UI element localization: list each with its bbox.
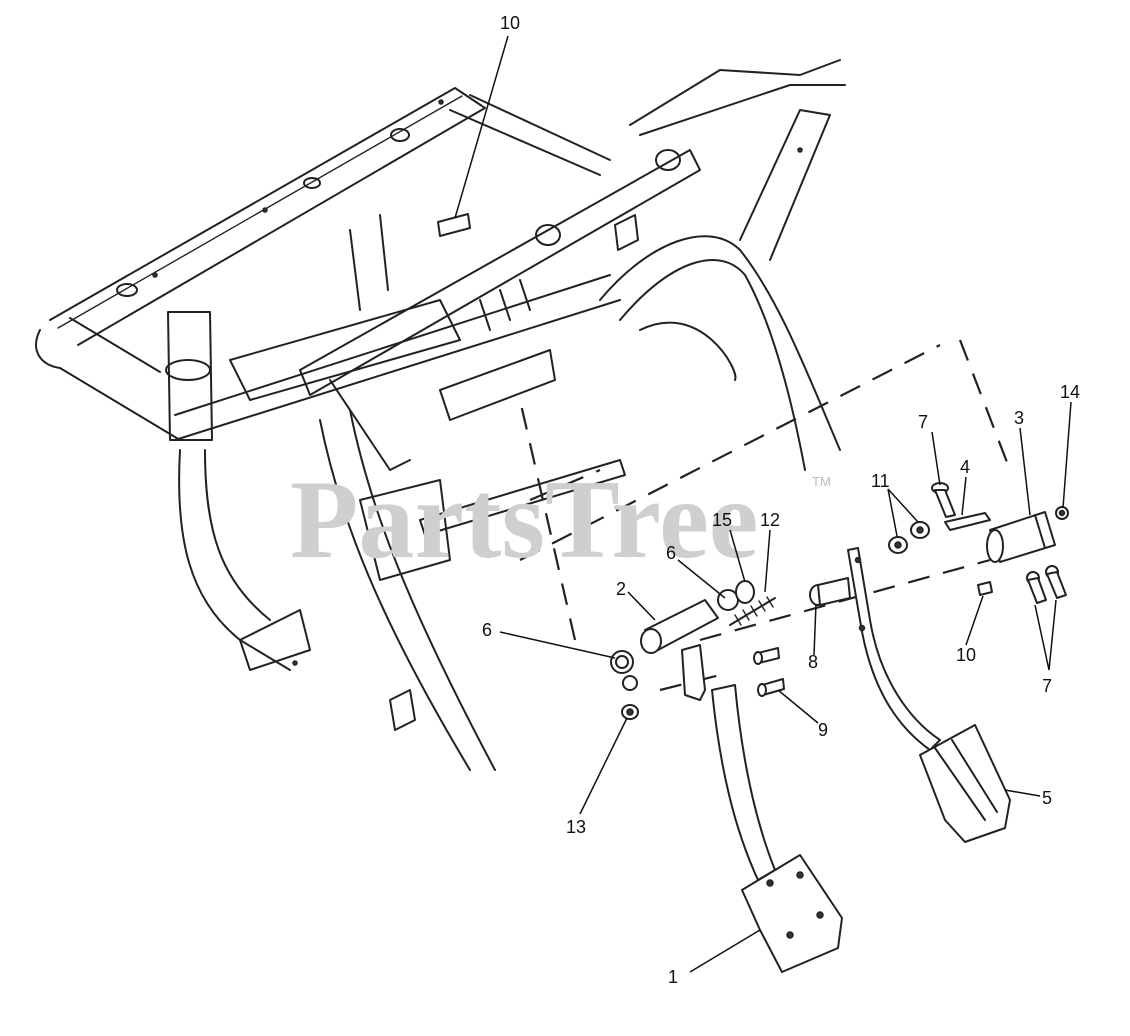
tractor-frame	[35, 59, 846, 771]
part-9-bolts	[753, 647, 785, 697]
callout-1: 1	[668, 967, 678, 987]
leader-lines	[454, 35, 1072, 973]
callout-6-lower: 6	[482, 620, 492, 640]
callout-9: 9	[818, 720, 828, 740]
part-3-cam	[986, 511, 1056, 563]
part-13-nut	[621, 675, 639, 720]
callout-5: 5	[1042, 788, 1052, 808]
part-12-spring	[729, 596, 776, 626]
part-6-bushing-lower	[610, 650, 634, 674]
part-14-nut	[1055, 506, 1069, 520]
callout-labels: 10 7 3 14 4 11 15 12 6 2 6 8 10 7 9 13 5…	[482, 13, 1080, 987]
callout-10-right: 10	[956, 645, 976, 665]
callout-3: 3	[1014, 408, 1024, 428]
part-7-bolts-lower	[1026, 565, 1067, 604]
part-6-bushing-upper	[717, 589, 739, 611]
watermark: PartsTree TM	[290, 458, 831, 582]
part-2-pivot-tube	[640, 599, 719, 654]
callout-14: 14	[1060, 382, 1080, 402]
part-15-washer	[735, 580, 755, 604]
part-4-key	[944, 512, 991, 531]
part-7-bolt-upper	[931, 482, 956, 518]
callout-8: 8	[808, 652, 818, 672]
callout-4: 4	[960, 457, 970, 477]
callout-10-top: 10	[500, 13, 520, 33]
callout-13: 13	[566, 817, 586, 837]
callout-7-upper: 7	[918, 412, 928, 432]
callout-12: 12	[760, 510, 780, 530]
callout-7-lower: 7	[1042, 676, 1052, 696]
part-8-clevis-pin	[809, 577, 851, 606]
part-11-nuts	[888, 521, 930, 554]
callout-2: 2	[616, 579, 626, 599]
callout-11: 11	[871, 471, 890, 491]
part-10-pin-top	[437, 213, 471, 237]
callout-6-upper: 6	[666, 543, 676, 563]
part-10-pin-right	[977, 581, 993, 596]
part-5-drive-pedal	[847, 547, 1011, 843]
watermark-trademark: TM	[812, 474, 831, 489]
watermark-text: PartsTree	[290, 458, 759, 582]
callout-15: 15	[712, 510, 732, 530]
